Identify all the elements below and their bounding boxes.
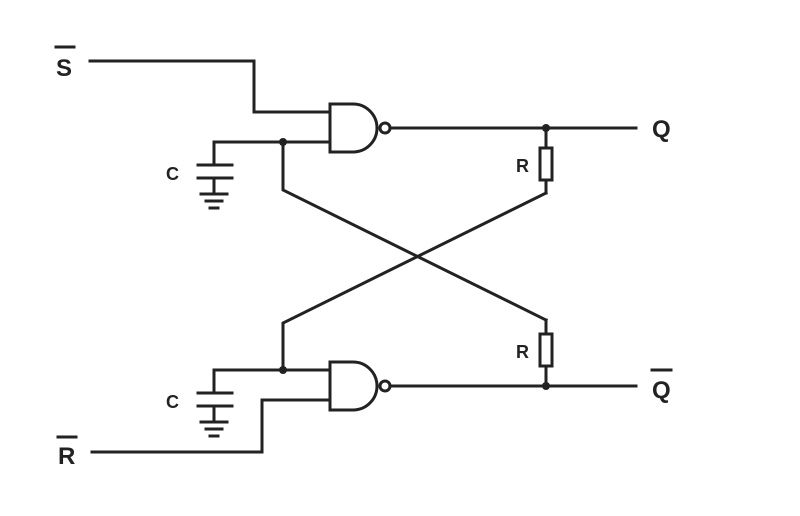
junction-q-bar [542,382,550,390]
resistor-top-body [538,146,554,182]
resistor-bottom: R [516,318,554,388]
q-bar-label: Q [652,377,671,404]
nand-gate-top [328,102,392,154]
nand-gate-top-body [328,102,379,154]
capacitor-top: C [166,163,234,210]
nand-gate-bottom-body [328,360,379,412]
s-bar-label: S [56,55,72,82]
s-input-wire [88,59,332,114]
cross-wire-bottom-to-top [281,190,549,372]
cross-coupling [281,140,549,372]
cross-wire-top-to-bottom [281,140,549,323]
resistor-top-label: R [516,156,529,176]
r-input-wire [90,398,332,454]
r-bar-input: R [56,398,332,470]
resistor-bottom-body [538,332,554,368]
resistor-bottom-label: R [516,342,529,362]
bottom-feedback-input [212,366,332,395]
capacitor-bottom: C [166,391,234,438]
junction-bottom-left [279,366,287,374]
q-bar-output: Q [388,368,673,404]
capacitor-top-label: C [166,164,179,184]
capacitor-bottom-label: C [166,392,179,412]
q-label: Q [652,116,671,143]
q-output: Q [388,116,671,143]
r-bar-label: R [58,443,75,470]
nand-gate-bottom [328,360,392,412]
top-feedback-input [212,138,332,167]
resistor-top: R [516,126,554,195]
s-bar-input: S [54,45,332,114]
